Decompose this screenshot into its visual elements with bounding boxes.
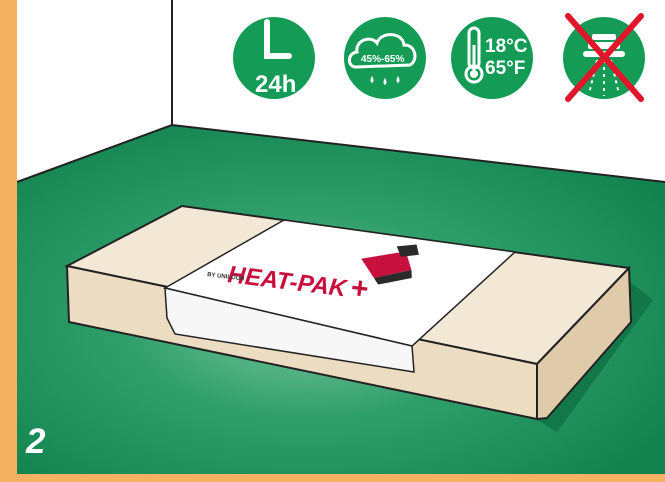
conditions-icons: 24h 45%-65% 18°C 65°F [17,0,665,130]
no-spray-icon [563,16,645,99]
step-number: 2 [26,424,45,459]
cloud-humidity-icon: 45%-65% [344,17,426,99]
temperature-fahrenheit: 65°F [485,58,525,79]
room-scene: HEAT-PAK+ BY UNILOOR 24h 45%-65% [17,0,665,474]
duration-label: 24h [255,71,296,98]
temperature-celsius: 18°C [485,36,528,57]
thermometer-icon: 18°C 65°F [451,17,533,99]
humidity-label: 45%-65% [361,54,404,65]
clock-icon: 24h [233,17,315,99]
